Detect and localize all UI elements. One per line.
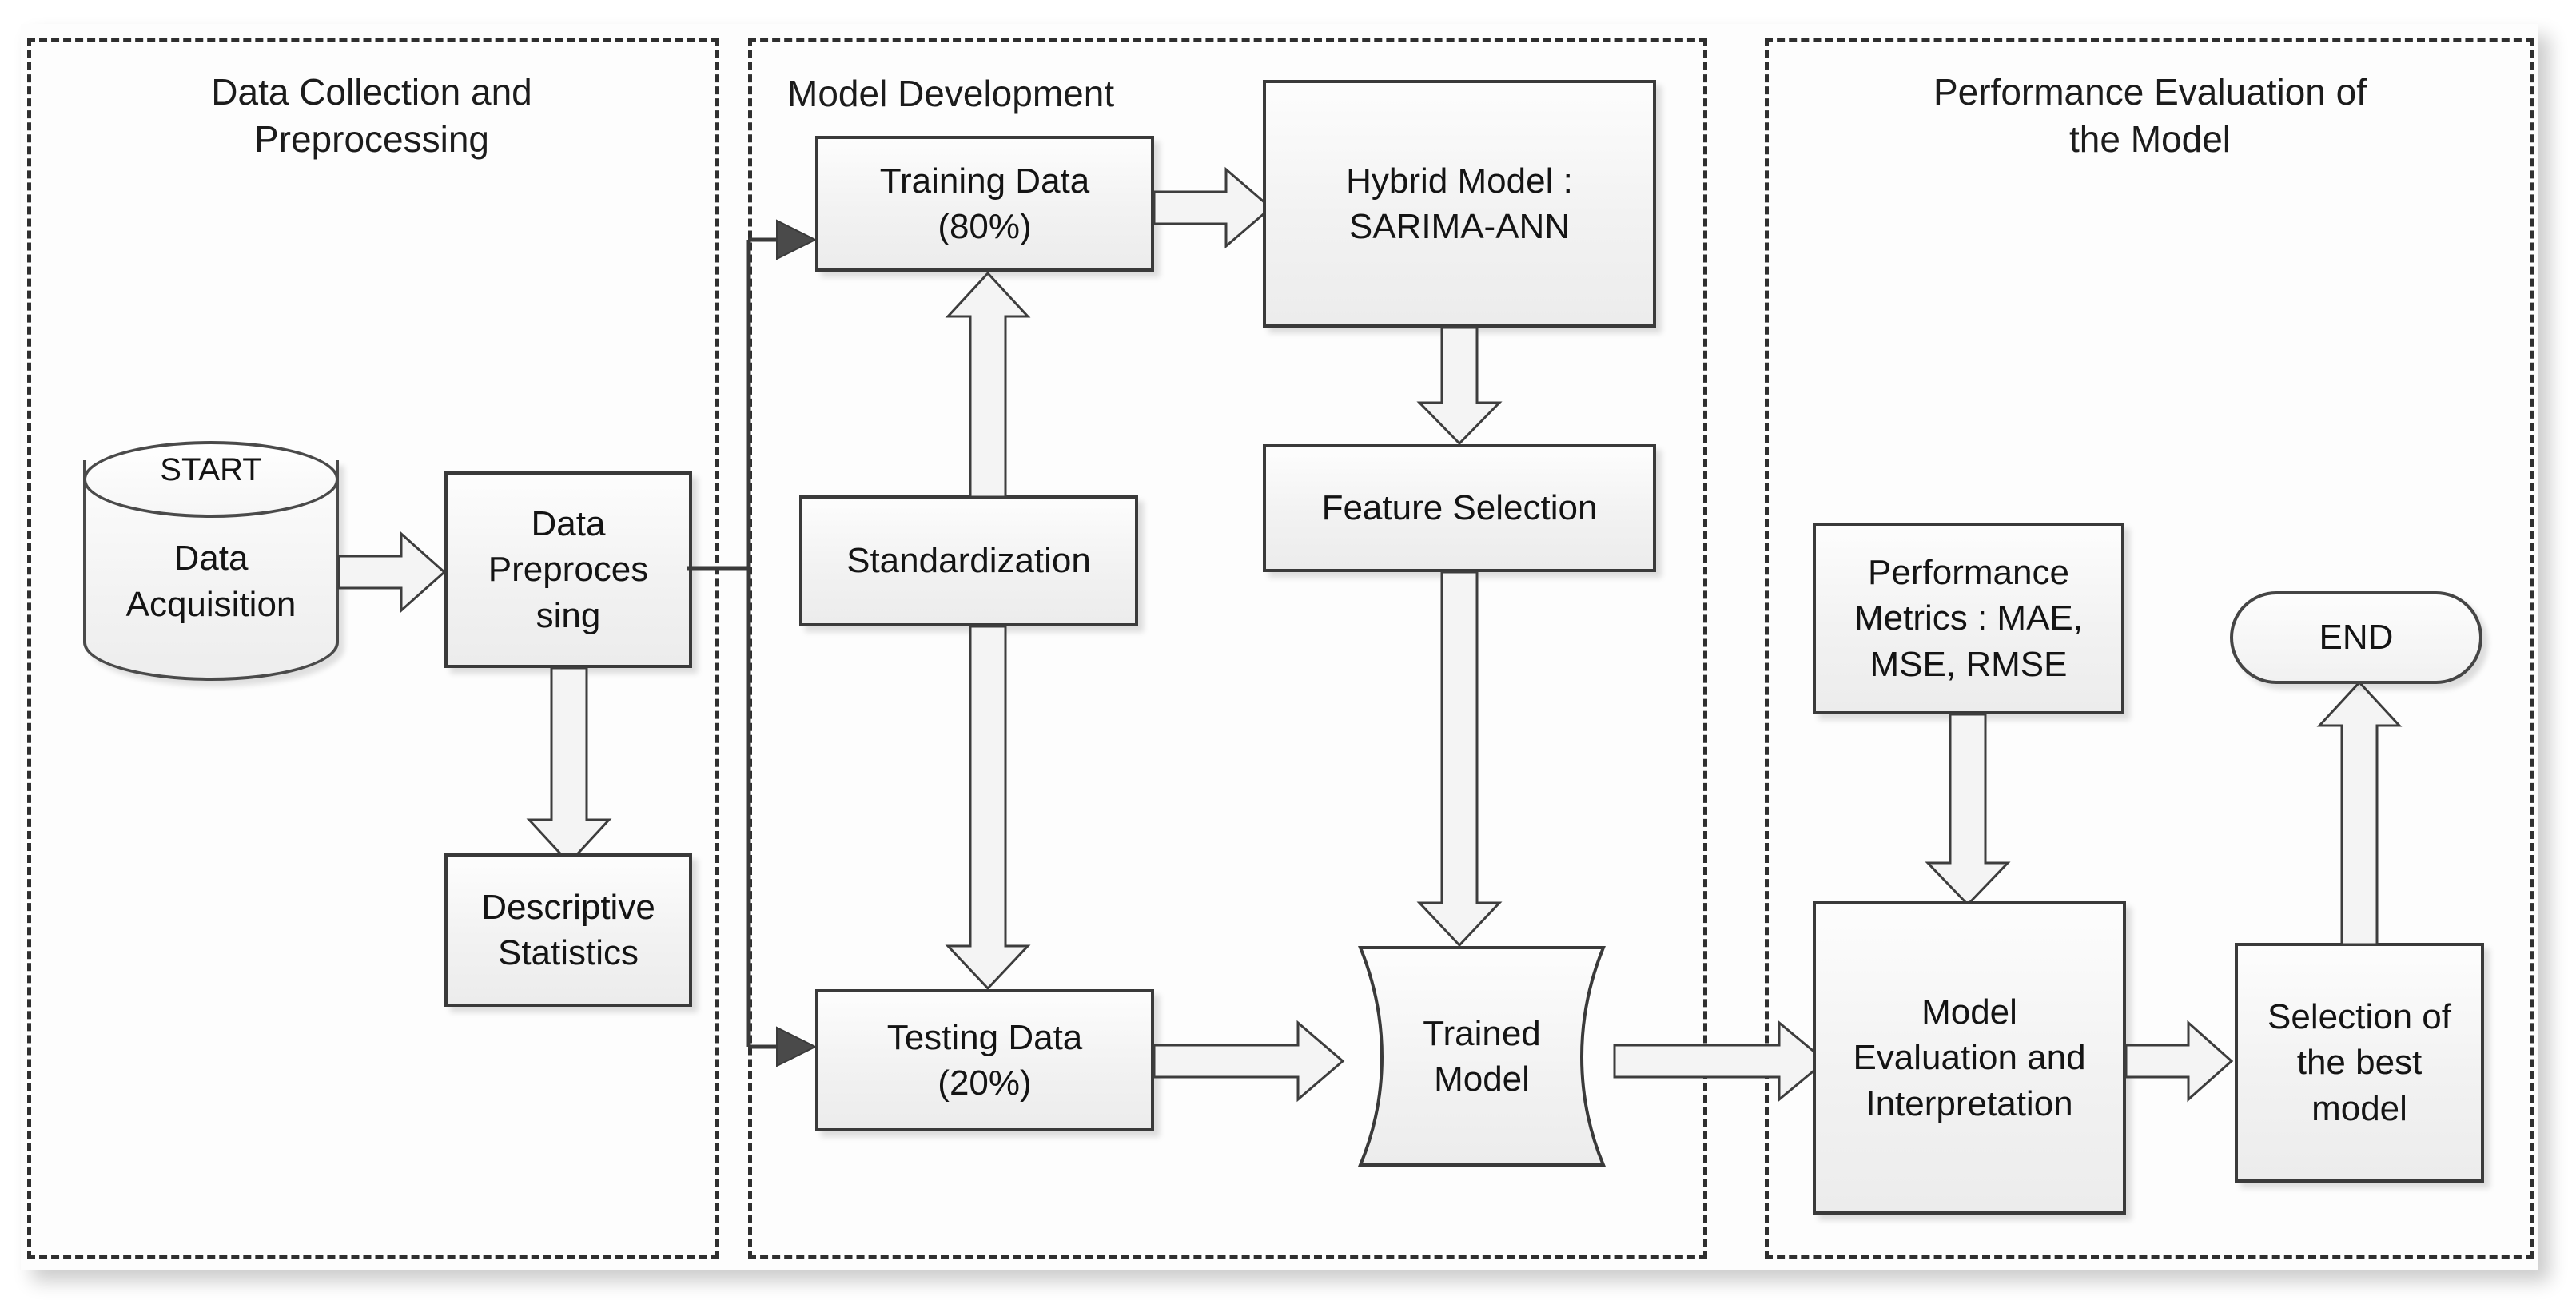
- node-data-preprocessing[interactable]: Data Preproces sing: [444, 471, 692, 668]
- arrow-hybrid-to-feature-selection: [1415, 326, 1504, 446]
- node-standardization[interactable]: Standardization: [799, 495, 1138, 626]
- arrow-evaluation-to-selection: [2124, 1016, 2235, 1106]
- data-acquisition-label: Data Acquisition: [125, 539, 297, 625]
- node-descriptive-statistics[interactable]: Descriptive Statistics: [444, 853, 692, 1007]
- arrow-feature-selection-to-trained-model: [1415, 571, 1504, 948]
- arrow-testing-to-trained-model: [1153, 1016, 1346, 1106]
- lane-model-development-title: Model Development: [787, 73, 1115, 114]
- lane-performance-evaluation-title: Performance Evaluation of the Model: [1933, 71, 2367, 160]
- node-testing-data[interactable]: Testing Data (20%): [815, 989, 1154, 1131]
- lane-data-collection-title: Data Collection and Preprocessing: [211, 71, 532, 160]
- arrow-metrics-to-evaluation: [1923, 713, 2013, 907]
- arrow-training-to-hybrid: [1153, 163, 1274, 252]
- node-selection-best-model[interactable]: Selection of the best model: [2235, 943, 2484, 1183]
- node-end[interactable]: END: [2230, 591, 2482, 684]
- connector-preprocessing-to-splits: [687, 176, 818, 1071]
- cylinder-top-ellipse: [83, 441, 339, 518]
- arrow-acquisition-to-preprocessing: [337, 527, 448, 617]
- node-training-data[interactable]: Training Data (80%): [815, 136, 1154, 272]
- arrow-preprocessing-to-descriptive: [524, 666, 614, 866]
- start-label: START: [160, 452, 262, 487]
- node-hybrid-model[interactable]: Hybrid Model : SARIMA-ANN: [1263, 80, 1656, 328]
- trained-model-label: Trained Model: [1423, 1013, 1541, 1099]
- node-feature-selection[interactable]: Feature Selection: [1263, 444, 1656, 572]
- arrow-standardization-to-training: [943, 271, 1033, 499]
- arrow-standardization-to-testing: [943, 625, 1033, 991]
- arrow-trained-model-to-evaluation: [1613, 1016, 1829, 1106]
- node-data-acquisition[interactable]: START Data Acquisition: [83, 441, 339, 681]
- arrow-selection-to-end: [2315, 680, 2404, 946]
- node-trained-model[interactable]: Trained Model: [1346, 944, 1618, 1168]
- node-performance-metrics[interactable]: Performance Metrics : MAE, MSE, RMSE: [1813, 523, 2124, 714]
- lane-data-collection: [27, 38, 719, 1259]
- node-model-evaluation[interactable]: Model Evaluation and Interpretation: [1813, 901, 2126, 1215]
- lane-performance-evaluation: [1765, 38, 2534, 1259]
